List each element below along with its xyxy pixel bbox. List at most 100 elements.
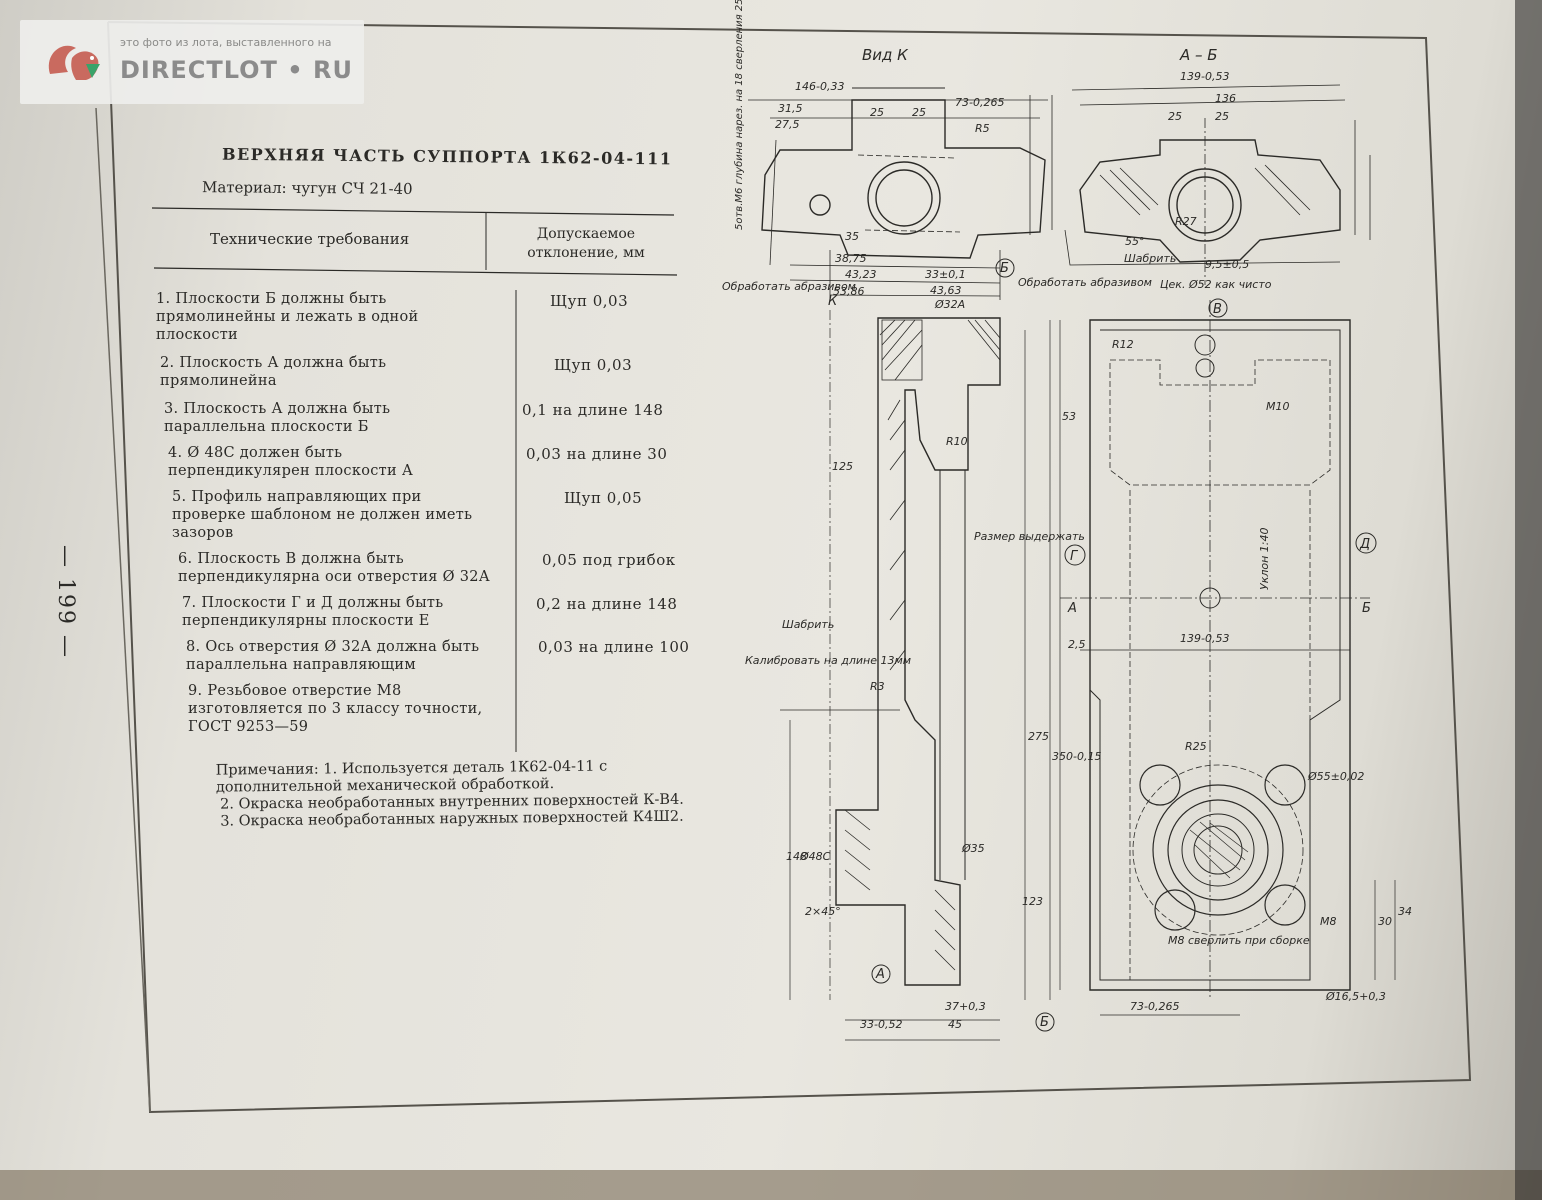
notes-block: Примечания: 1. Используется деталь 1К62-…: [216, 757, 717, 830]
dim-5b: 73-0,265: [1130, 1000, 1179, 1013]
requirement-5: 5. Профиль направляющих при проверке шаб…: [172, 489, 473, 541]
callout-ck: Цек. Ø52 как чисто: [1160, 278, 1272, 291]
dim-24: 9,5±0,5: [1205, 258, 1249, 271]
callout-abrasive-2: Обработать абразивом: [1018, 276, 1152, 289]
letter-b: Б: [1040, 1015, 1049, 1030]
dim-3: 25: [870, 106, 884, 119]
dim-41: 33-0,52: [860, 1018, 902, 1031]
letter-k: К: [828, 294, 838, 309]
dim-13: 33±0,1: [925, 268, 966, 281]
dim-7: 139-0,53: [1180, 70, 1229, 83]
requirement-8: 8. Ось отверстия Ø 32А должна быть парал…: [186, 639, 480, 673]
dim-33: Ø48С: [799, 850, 831, 863]
squirrel-logo-icon: [48, 45, 100, 80]
dim-49: 30: [1378, 915, 1392, 928]
material-line: Материал: чугун СЧ 21-40: [201, 178, 413, 198]
dim-52: Ø16,5+0,3: [1325, 990, 1386, 1003]
letter-d: Д: [1359, 537, 1370, 552]
tolerance-5: Щуп 0,05: [564, 489, 643, 507]
plan-view-drawing: [1059, 298, 1396, 1016]
dim-43: 2×45°: [805, 905, 841, 918]
dim-4: 25: [912, 106, 926, 119]
dim-47: Ø55±0,02: [1307, 770, 1364, 783]
dim-25: Ø32A: [934, 298, 965, 311]
dim-59: 2,5: [1068, 638, 1086, 651]
dim-5: 73-0,265: [955, 96, 1004, 109]
dim-16: 35: [845, 230, 859, 243]
letter-b2: Б: [1000, 261, 1009, 276]
dim-12: 43,23: [845, 268, 877, 281]
requirement-4: 4. Ø 48С должен быть перпендикулярен пло…: [168, 445, 414, 479]
letter-a2: А: [1067, 601, 1077, 616]
dim-32: 148: [786, 850, 807, 863]
dim-53: R12: [1112, 338, 1134, 351]
tolerance-4: 0,03 на длине 30: [526, 445, 668, 463]
callout-m8: М8 сверлить при сборке: [1168, 934, 1310, 947]
tolerance-2: Щуп 0,03: [554, 356, 633, 374]
watermark-banner: это фото из лота, выставленного на DIREC…: [20, 20, 364, 104]
section-ab-label: А – Б: [1179, 46, 1218, 64]
callout-abrasive-1: Обработать абразивом: [722, 280, 856, 293]
dim-21: 55°: [1125, 235, 1145, 248]
side-section-drawing: [780, 310, 1051, 1041]
dim-10: 25: [1215, 110, 1229, 123]
dim-50: 34: [1398, 905, 1412, 918]
dim-0: 146-0,33: [795, 80, 844, 93]
dim-48: M8: [1320, 915, 1337, 928]
tolerance-1: Щуп 0,03: [550, 292, 629, 310]
dim-8: 136: [1215, 92, 1236, 105]
tolerance-3: 0,1 на длине 148: [522, 401, 664, 419]
note-1: Примечания: 1. Используется деталь 1К62-…: [215, 758, 608, 796]
header-tolerance: Допускаемое отклонение, мм: [527, 226, 645, 261]
tolerance-8: 0,03 на длине 100: [538, 638, 690, 656]
dim-36: Ø35: [961, 842, 985, 855]
view-k-drawing: [748, 87, 1053, 300]
dim-28: R10: [946, 435, 968, 448]
requirement-3: 3. Плоскость А должна быть параллельна п…: [164, 401, 391, 435]
dim-14: 53,86: [833, 285, 865, 298]
dim-56: 53: [1062, 410, 1076, 423]
callout-calibrate: Калибровать на длине 13мм: [745, 654, 911, 667]
dim-27: 125: [832, 460, 853, 473]
dim-30: 275: [1028, 730, 1049, 743]
callout-scrape-2: Шабрить: [1124, 252, 1176, 265]
watermark-brand: DIRECTLOT • RU: [120, 56, 353, 84]
dim-11: 38,75: [835, 252, 867, 265]
callout-keep-size: Размер выдержать: [974, 530, 1085, 543]
requirement-2: 2. Плоскость А должна быть прямолинейна: [160, 355, 387, 389]
dim-6: R5: [975, 122, 990, 135]
dim-44: R25: [1185, 740, 1207, 753]
dim-2: 27,5: [775, 118, 800, 131]
dim-9: 25: [1168, 110, 1182, 123]
letter-v: В: [1213, 302, 1222, 317]
dim-23: R27: [1175, 215, 1197, 228]
requirement-7: 7. Плоскости Г и Д должны быть перпендик…: [182, 595, 444, 629]
watermark-caption: это фото из лота, выставленного на: [120, 36, 332, 49]
page-frame: [107, 21, 1472, 1114]
requirement-9: 9. Резьбовое отверстие М8 изготовляется …: [188, 683, 483, 735]
requirement-1: 1. Плоскости Б должны быть прямолинейны …: [156, 291, 419, 343]
requirement-6: 6. Плоскость В должна быть перпендикуляр…: [178, 551, 491, 585]
dimension-labels: Вид К А – Б 146-0,33 31,5 27,5 25 25 73-…: [722, 0, 1412, 1031]
callout-angle: Уклон 1:40: [1258, 528, 1271, 591]
dim-42: 45: [948, 1018, 962, 1031]
section-ab-drawing: [1064, 84, 1371, 285]
dim-60: 139-0,53: [1180, 632, 1229, 645]
page-number: — 199 —: [53, 545, 78, 659]
tolerance-6: 0,05 под грибок: [542, 551, 676, 569]
dim-15: 43,63: [930, 284, 962, 297]
dim-40: 37+0,3: [945, 1000, 986, 1013]
dim-29: R3: [870, 680, 885, 693]
tolerance-7: 0,2 на длине 148: [536, 595, 678, 613]
dim-38: 123: [1022, 895, 1043, 908]
dim-1: 31,5: [778, 102, 803, 115]
dim-55: M10: [1266, 400, 1290, 413]
callout-thread: 5отв.М6 глубина нарез. на 18 сверления 2…: [733, 0, 745, 230]
callout-scrape-1: Шабрить: [782, 618, 834, 631]
header-requirements: Технические требования: [210, 230, 410, 248]
dim-31: 350-0,15: [1052, 750, 1101, 763]
view-k-label: Вид К: [862, 46, 909, 64]
letter-b3: Б: [1362, 601, 1371, 616]
